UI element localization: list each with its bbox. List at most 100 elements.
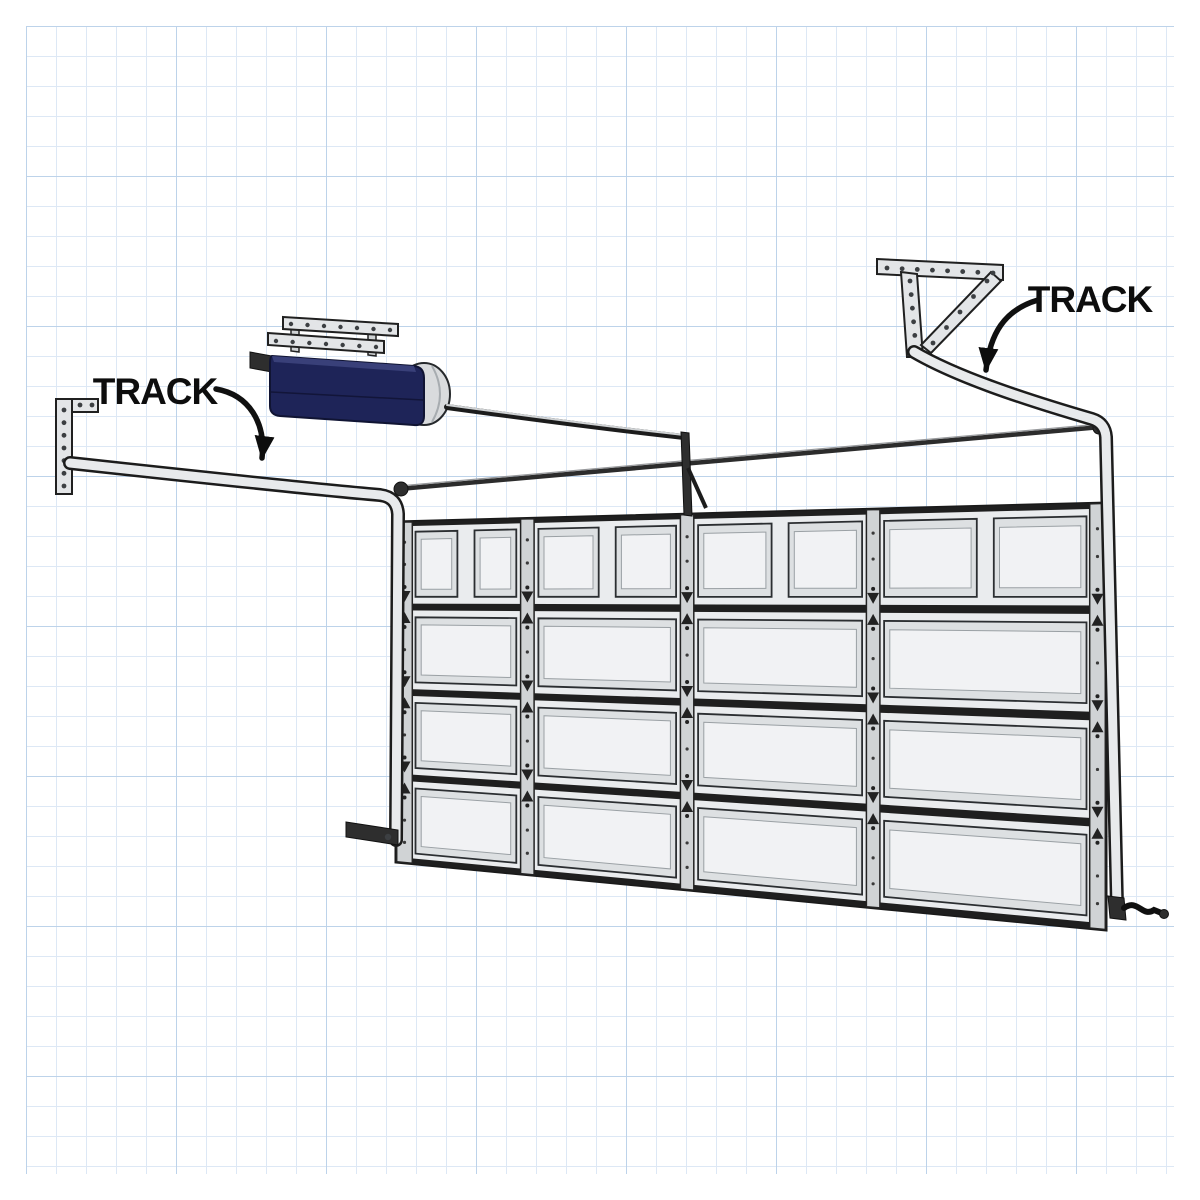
bracket-hole [984, 278, 990, 284]
right-track-end-bracket [1107, 895, 1127, 921]
left-track [65, 458, 403, 845]
bracket-hole [307, 340, 312, 346]
hinge-rivet [525, 585, 530, 590]
bracket-hole [914, 267, 920, 272]
stile-rivet [685, 747, 689, 751]
opener-rail-clamp [249, 351, 273, 373]
hinge-plate [1091, 593, 1104, 605]
door-panel-face [543, 625, 671, 683]
stile-rivet [871, 756, 875, 760]
bracket-hole [340, 342, 345, 348]
cable-drum-left [393, 481, 409, 497]
bracket-hole [911, 319, 916, 325]
hinge-rivet [1095, 840, 1100, 845]
door-panel-face [703, 531, 767, 590]
right-ceiling-bracket-vertical [899, 270, 925, 358]
bracket-hole [957, 309, 963, 315]
door-panel-face [543, 535, 594, 590]
bracket-hole [273, 338, 279, 344]
stile-rivet [685, 841, 689, 845]
door-stile [865, 508, 881, 909]
stile-rivet [402, 840, 407, 844]
stile-rivet [871, 856, 875, 860]
door-panel-face [479, 536, 512, 590]
stile-rivet [402, 733, 407, 737]
left-track-outline [63, 456, 406, 847]
hinge-plate [867, 592, 880, 604]
hinge-rivet [525, 803, 530, 808]
hinge-plate [521, 701, 534, 713]
hinge-plate [521, 680, 534, 692]
bracket-hole [945, 268, 950, 274]
hinge-plate [1091, 700, 1104, 712]
bracket-hole [908, 292, 914, 297]
right-track-crank-handle [1121, 902, 1167, 917]
hinge-plate [681, 707, 694, 719]
hinge-plate [681, 613, 694, 625]
hinge-rivet [871, 686, 876, 691]
door-panel-face [543, 804, 671, 870]
bracket-hole [899, 266, 905, 272]
hinge-rivet [685, 720, 690, 725]
hinge-plate [867, 792, 880, 804]
stile-rivet [871, 531, 875, 535]
left-bracket-holes [77, 402, 95, 408]
bracket-hole [990, 270, 996, 276]
stile-rivet [685, 559, 689, 563]
stile-rivet [402, 818, 407, 822]
hinge-rivet [871, 786, 876, 791]
hinge-rivet [871, 626, 876, 631]
hinge-rivet [525, 674, 530, 679]
hinge-plate [521, 790, 534, 802]
bracket-hole [61, 432, 67, 438]
opener-rail-highlight [446, 404, 685, 436]
hinge-rivet [1095, 627, 1100, 632]
bracket-hole [944, 325, 949, 330]
door-panel-face [889, 629, 1082, 695]
bracket-hole [354, 325, 360, 331]
stile-rivet [871, 657, 875, 661]
bracket-hole [77, 402, 83, 408]
door-stile [679, 513, 695, 891]
stile-rivet [685, 653, 689, 657]
hinge-plate [521, 591, 534, 603]
bracket-hole [61, 470, 67, 476]
stile-rivet [1095, 902, 1100, 906]
hinge-rivet [871, 586, 876, 591]
door-panel-face [703, 721, 857, 787]
opener-body-seam [270, 391, 424, 401]
opener-rail-holes [273, 338, 379, 350]
hinge-rivet [525, 763, 530, 768]
door-panel-face [889, 527, 972, 589]
bracket-hole [61, 420, 67, 426]
opener-door-arm [686, 467, 708, 509]
garage-door-opener [249, 315, 708, 517]
hinge-rivet [685, 680, 690, 685]
right-bracket-holes [930, 278, 990, 346]
torsion-shaft [398, 424, 1102, 492]
stile-rivet [525, 851, 529, 855]
door-section-joint [398, 688, 1104, 721]
bracket-hole [884, 265, 890, 271]
stile-rivet [871, 557, 875, 561]
door-top-edge [397, 503, 1105, 527]
bracket-hole [930, 267, 935, 273]
door-panel-face [420, 624, 512, 679]
opener-rail-holes [288, 321, 393, 333]
hinge-rivet [525, 714, 530, 719]
bracket-hole [960, 269, 966, 274]
sectional-garage-door [394, 501, 1108, 932]
callouts: TRACK TRACK [93, 279, 1155, 461]
hinge-rivet [402, 755, 407, 760]
bracket-hole [288, 321, 294, 327]
left-foot-bolt [384, 833, 392, 841]
door-panel-face [793, 529, 857, 589]
bracket-hole [290, 339, 295, 345]
door-panel-face [420, 710, 512, 767]
torsion-bar [393, 421, 1106, 497]
hinge-rivet [685, 813, 690, 818]
opener-rail [444, 404, 687, 440]
bracket-hole [321, 323, 327, 329]
hinge-plate [1091, 721, 1104, 733]
